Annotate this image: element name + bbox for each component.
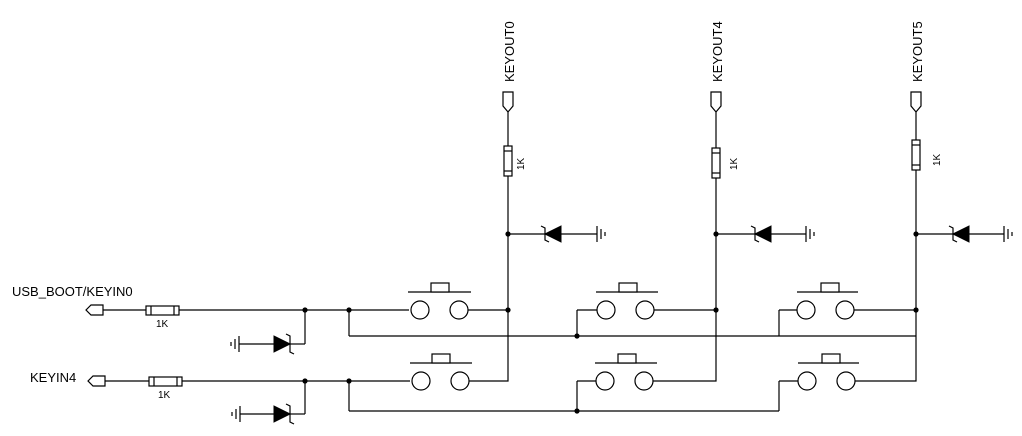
resistor-value-keyout4: 1K xyxy=(729,157,740,170)
switch-row1-col0 xyxy=(410,353,509,391)
tvs-diode-keyout0 xyxy=(540,225,562,243)
column-label-keyout0: KEYOUT0 xyxy=(502,21,517,82)
ground-keyin4 xyxy=(231,406,241,422)
column-keyout5: KEYOUT5 1K xyxy=(910,21,1013,380)
resistor-value-keyin4: 1K xyxy=(158,390,171,401)
switch-row0-col0 xyxy=(408,282,511,320)
ground-keyout5 xyxy=(1003,226,1013,242)
port-keyin0 xyxy=(85,304,104,316)
row-label-keyin0: USB_BOOT/KEYIN0 xyxy=(12,284,133,299)
ground-keyout4 xyxy=(805,226,815,242)
port-keyin4 xyxy=(87,375,106,387)
tvs-diode-keyin0 xyxy=(239,310,306,355)
switch-row1-col1 xyxy=(576,353,717,411)
tvs-diode-keyin4 xyxy=(240,381,306,425)
column-keyout4: KEYOUT4 1K xyxy=(710,21,815,380)
tvs-diode-keyout4 xyxy=(750,225,772,243)
switch-row1-col2 xyxy=(778,353,917,411)
resistor-value-keyout0: 1K xyxy=(516,157,527,170)
tvs-diode-keyout5 xyxy=(948,225,970,243)
row-keyin0: USB_BOOT/KEYIN0 1K xyxy=(12,284,919,355)
port-keyout5 xyxy=(910,91,922,113)
column-keyout0: KEYOUT0 1K xyxy=(502,21,606,376)
column-label-keyout4: KEYOUT4 xyxy=(710,21,725,82)
switch-row0-col1 xyxy=(576,282,719,336)
port-keyout4 xyxy=(710,91,722,113)
column-label-keyout5: KEYOUT5 xyxy=(910,21,925,82)
port-keyout0 xyxy=(502,91,514,113)
resistor-value-keyout5: 1K xyxy=(932,153,943,166)
ground-keyin0 xyxy=(230,336,240,352)
row-keyin4: KEYIN4 1K xyxy=(30,370,779,425)
ground-keyout0 xyxy=(596,226,606,242)
switch-row0-col2 xyxy=(778,282,916,336)
row-label-keyin4: KEYIN4 xyxy=(30,370,76,385)
resistor-value-keyin0: 1K xyxy=(156,319,169,330)
